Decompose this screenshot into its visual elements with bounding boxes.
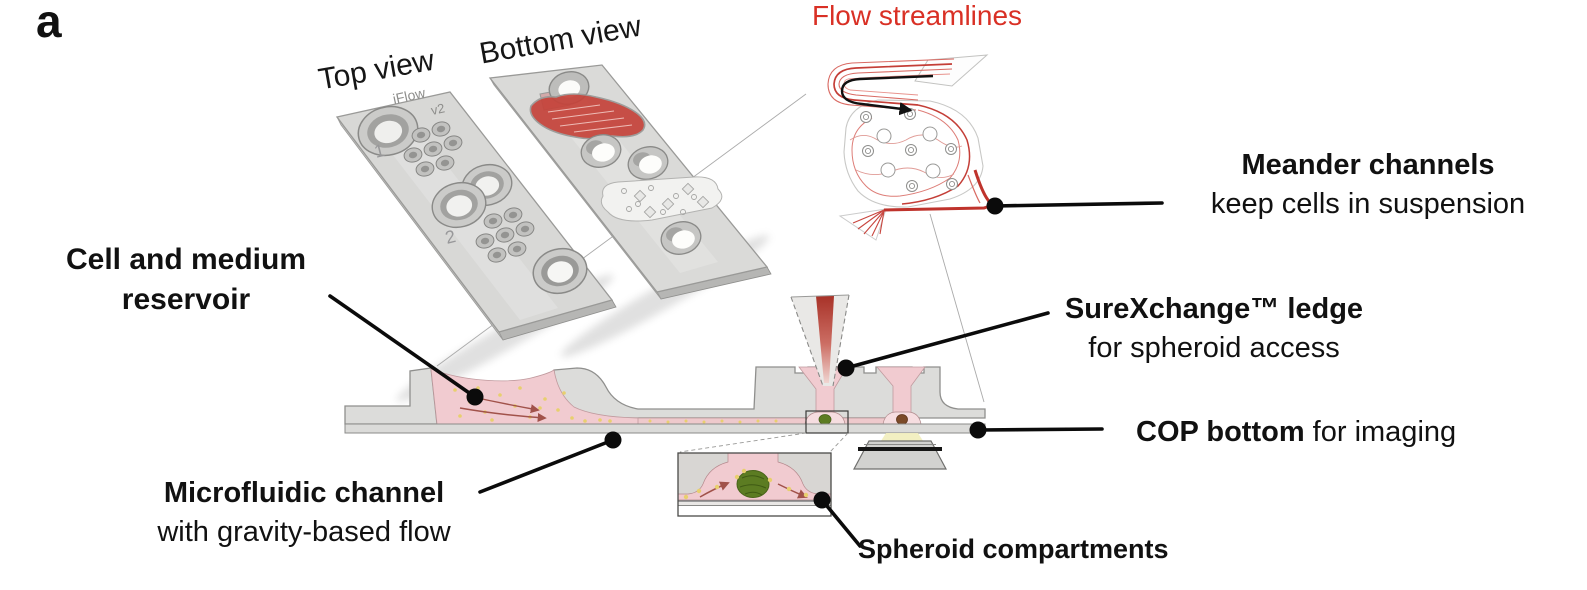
reservoir-fluid [430, 368, 639, 425]
callout-dots [466, 197, 1004, 509]
pipette-tip [790, 294, 850, 387]
flow-streamlines-diagram [827, 54, 991, 241]
callout-dot-meander [986, 197, 1004, 215]
inset-flow-arrows [699, 481, 808, 499]
annotation-spheroid: Spheroid compartments [858, 534, 1169, 564]
annotation-meander: Meander channels keep cells in suspensio… [1188, 146, 1548, 224]
annotation-cop-bold: COP bottom [1136, 416, 1305, 448]
chip-marking-brand: iFlow [391, 84, 427, 107]
top-view-chip: iFlow v2 1 2 [335, 84, 617, 341]
callout-dot-cop [969, 421, 987, 439]
double-well [431, 163, 513, 229]
pipette-liquid [816, 296, 834, 383]
callout-dot-microfluidic [604, 431, 622, 449]
flow-direction-arrow [840, 74, 934, 116]
inset-spheroid [736, 470, 770, 498]
annotation-surexchange-sub: for spheroid access [1088, 331, 1340, 364]
chip-gloss [383, 132, 558, 320]
callout-line-surexchange [844, 311, 1050, 370]
annotation-microfluidic-sub: with gravity-based flow [157, 515, 451, 548]
reservoir-left-wall [344, 367, 438, 425]
chip-marking-version: v2 [430, 100, 447, 118]
callout-line-spheroid [820, 498, 862, 548]
annotation-cop-rest: for imaging [1304, 416, 1457, 448]
callout-lines [328, 201, 1164, 548]
inset-cells [683, 468, 809, 500]
annotation-microfluidic: Microfluidic channel with gravity-based … [110, 474, 498, 552]
zoom-rectangle [805, 410, 849, 434]
inlet-wing [914, 54, 989, 87]
chip-hole [580, 134, 702, 255]
chip-body [553, 366, 986, 419]
cop-bottom-film [344, 423, 986, 434]
microscope-objective [852, 440, 948, 470]
callout-line-microfluidic [478, 438, 615, 494]
spheroid-brown [896, 414, 908, 425]
bottom-view-chip [488, 64, 772, 300]
callout-dot-spheroid [813, 491, 831, 509]
spheroid-green [818, 414, 832, 425]
annotation-surexchange: SureXchange™ ledge for spheroid access [1058, 290, 1370, 368]
flow-streamlines-title: Flow streamlines [811, 0, 1023, 31]
callout-dot-reservoir [466, 388, 484, 406]
callout-line-meander [993, 201, 1164, 208]
annotation-meander-title: Meander channels [1241, 149, 1495, 181]
chamber-outline [843, 99, 984, 208]
spheroid-inset [677, 432, 849, 517]
annotation-reservoir: Cell and medium reservoir [40, 240, 332, 320]
annotation-meander-sub: keep cells in suspension [1210, 187, 1526, 220]
chip-marking-lane1: 1 [372, 140, 387, 162]
annotation-microfluidic-title: Microfluidic channel [163, 477, 445, 509]
meander-channel-region [529, 93, 646, 140]
etched-compartment-plate [600, 176, 723, 222]
callout-dot-surexchange [837, 359, 855, 377]
callout-line-reservoir [328, 294, 477, 399]
well-cluster [403, 121, 463, 177]
cross-section [344, 294, 986, 470]
annotation-reservoir-line1: Cell and medium [65, 243, 307, 276]
annotation-surexchange-title: SureXchange™ ledge [1064, 293, 1364, 325]
reservoir-well [357, 105, 419, 157]
chip-marking-lane2: 2 [443, 226, 458, 248]
annotation-cop: COP bottom for imaging [1136, 413, 1456, 452]
callout-line-cop [976, 427, 1104, 432]
panel-label: a [36, 0, 62, 47]
reservoir-well [532, 247, 588, 295]
well-cluster [475, 207, 535, 263]
annotation-reservoir-line2: reservoir [121, 283, 251, 317]
